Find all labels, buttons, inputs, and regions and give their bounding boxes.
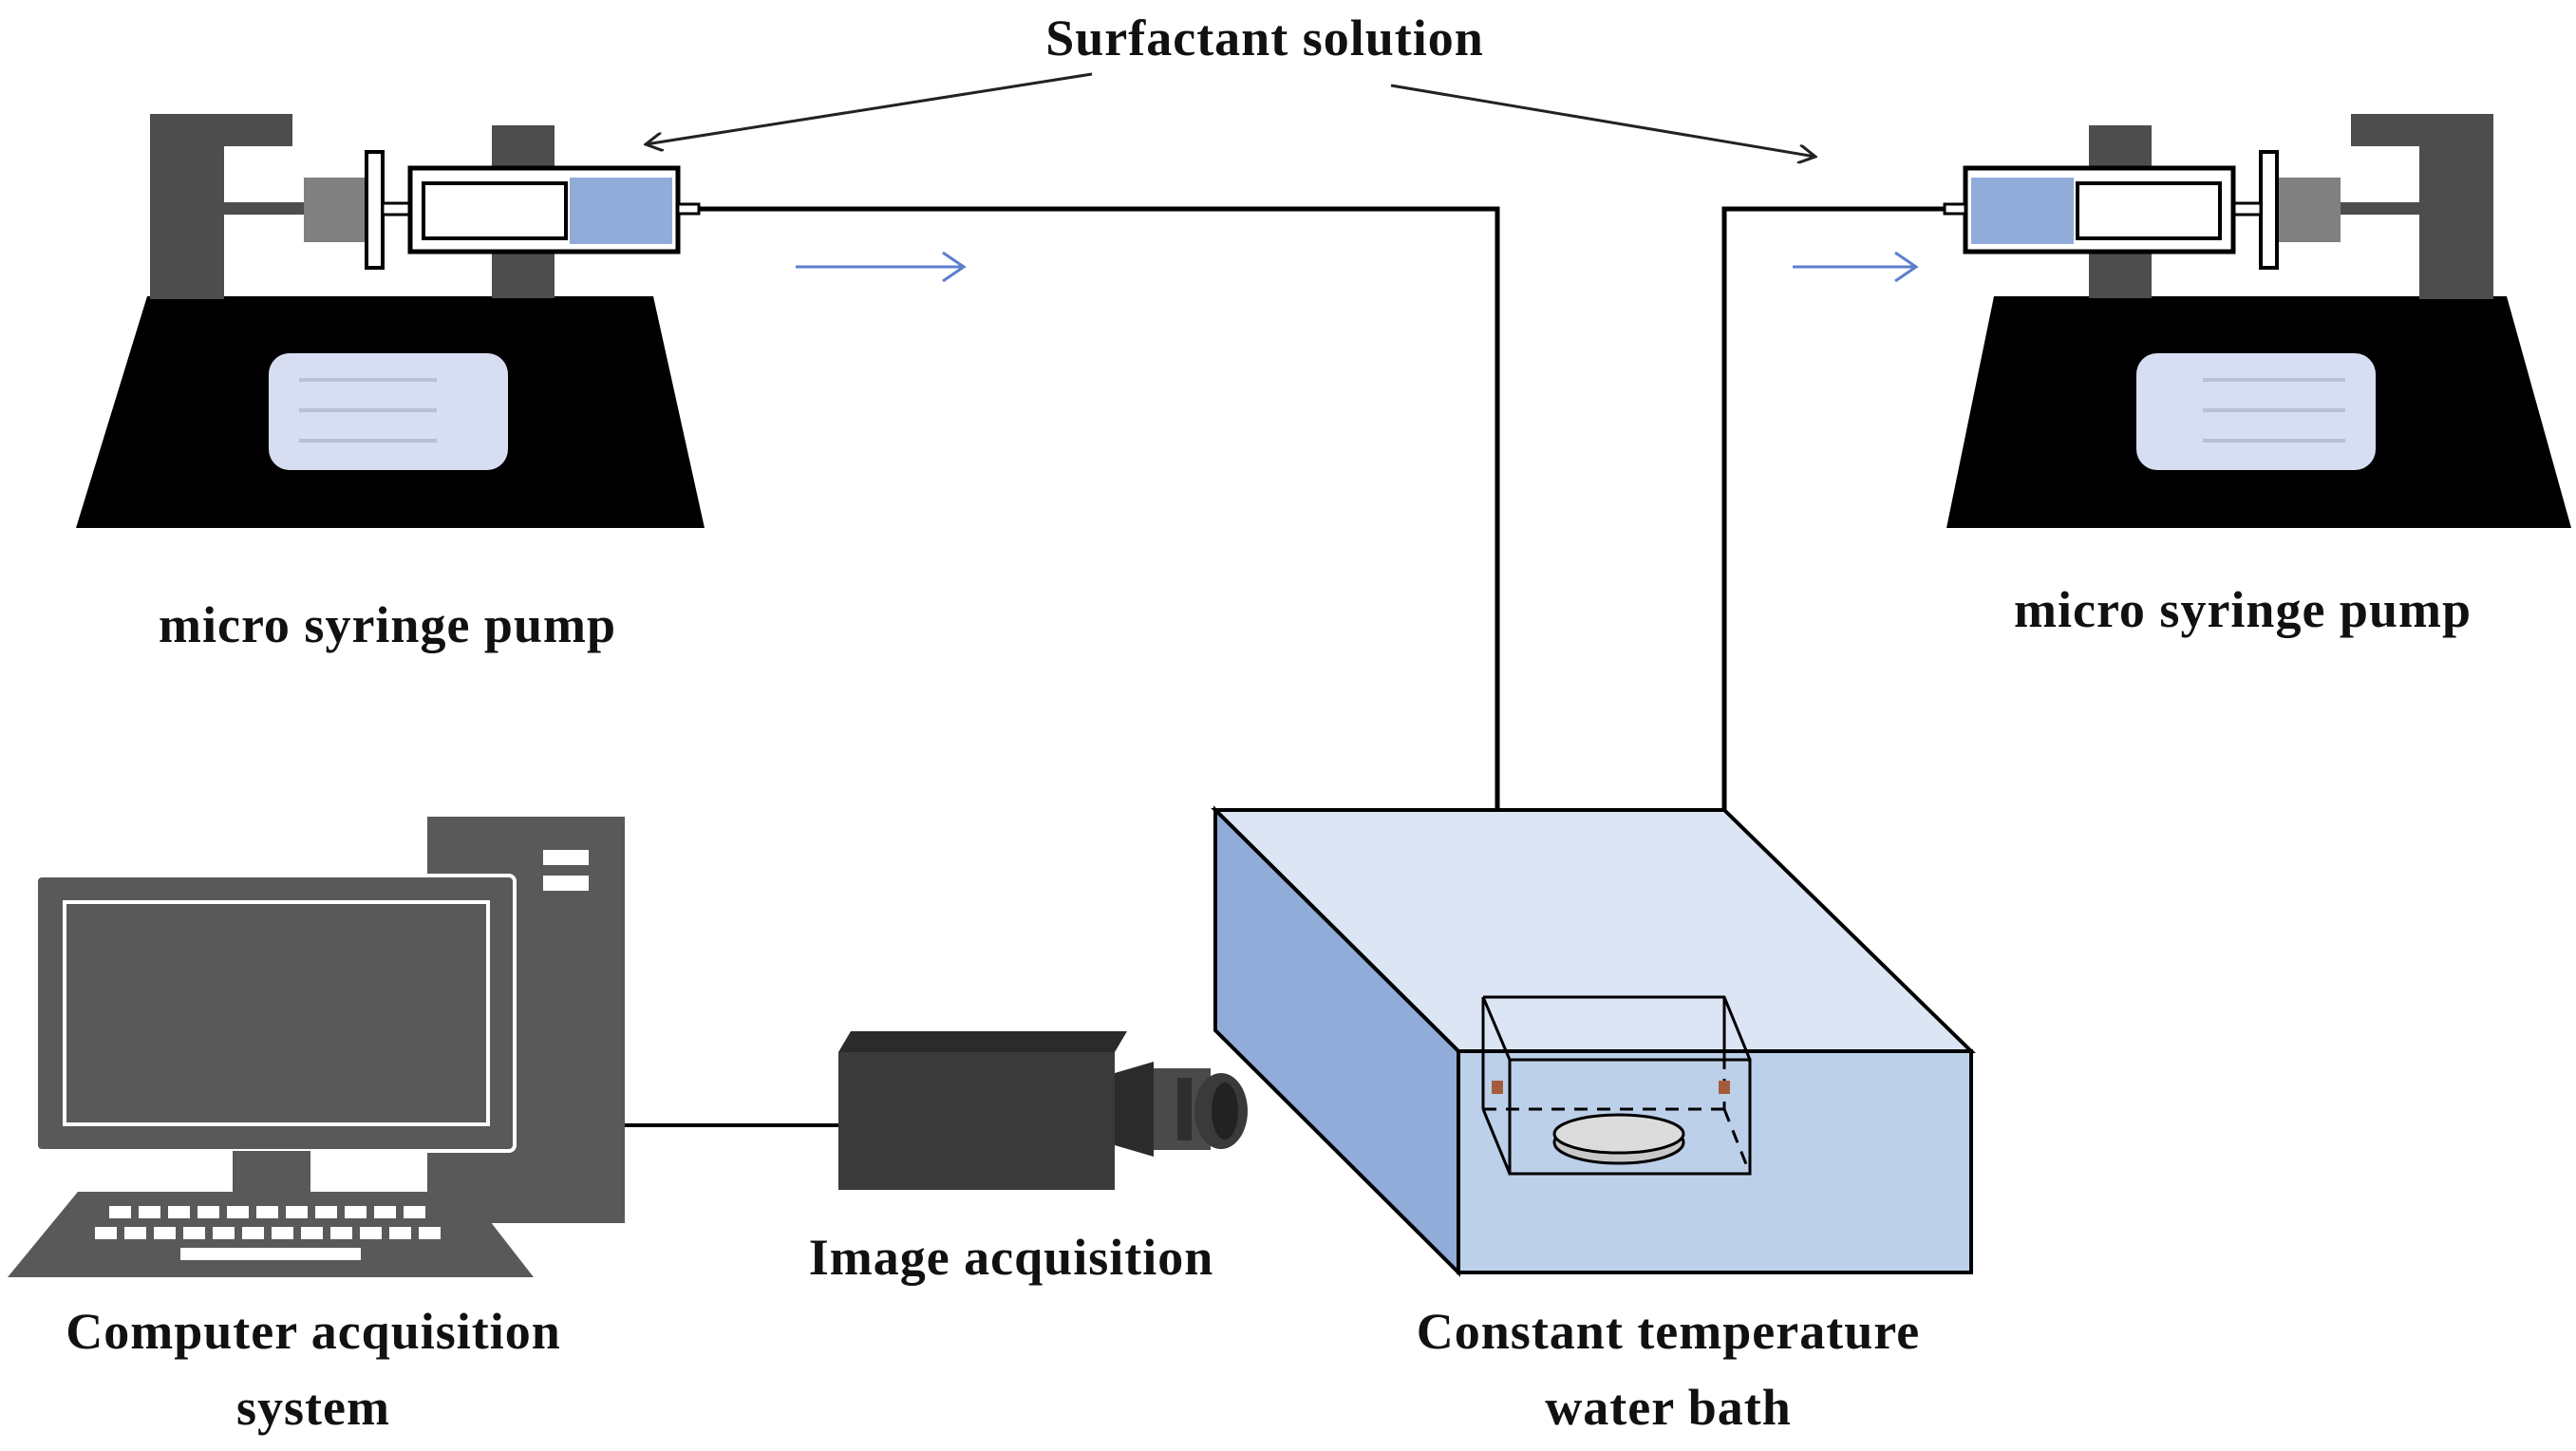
callout-left: [646, 72, 1093, 144]
water-bath-label-line1: Constant temperature: [1417, 1303, 1920, 1360]
surfactant-solution-label: Surfactant solution: [1045, 9, 1484, 66]
sample-disc: [1552, 1113, 1685, 1165]
right-pump-back-pillar-top: [2351, 114, 2493, 146]
callout-right: [1390, 84, 1815, 157]
camera-body: [838, 1052, 1115, 1190]
camera-top: [838, 1031, 1127, 1052]
sample-cell: [1481, 995, 1752, 1176]
left-syringe-flange: [365, 150, 385, 270]
right-pump-label: micro syringe pump: [2014, 581, 2472, 638]
right-syringe-inner: [2076, 181, 2222, 240]
computer: [8, 817, 625, 1277]
right-syringe-flange: [2259, 150, 2279, 270]
right-pump-pusher-block: [2279, 178, 2341, 242]
keyboard: [8, 1192, 534, 1277]
left-syringe-pump: [76, 114, 705, 528]
right-needle-tip: [1719, 1081, 1730, 1094]
camera-lens-ring: [1177, 1078, 1192, 1140]
left-syringe-nozzle: [676, 202, 701, 216]
right-pump-drive-rod: [2338, 202, 2419, 215]
tubing: [699, 206, 1945, 1090]
monitor-stand: [233, 1151, 310, 1192]
right-flow-arrow: [1793, 251, 1919, 283]
left-pump-back-pillar-top: [150, 114, 292, 146]
right-syringe-pump: [1943, 114, 2571, 528]
camera-lens-mount: [1115, 1062, 1154, 1157]
tower-drive-2: [543, 876, 589, 891]
left-needle-tip: [1492, 1081, 1503, 1094]
monitor-screen: [63, 900, 490, 1126]
left-pump-pusher-block: [304, 178, 366, 242]
left-pump-label: micro syringe pump: [159, 596, 616, 653]
surfactant-callouts: [646, 72, 1815, 157]
right-syringe-fluid: [1971, 178, 2074, 244]
left-pump-drive-rod: [224, 202, 306, 215]
water-bath: [1211, 805, 1976, 1277]
bath-front-face: [1457, 1049, 1973, 1274]
left-flow-arrow: [796, 251, 967, 283]
right-tube: [1721, 206, 1945, 1090]
right-syringe-nozzle: [1943, 202, 1967, 216]
left-syringe-inner: [422, 181, 568, 240]
keyboard-keys: [95, 1206, 441, 1260]
tower-drive-1: [543, 850, 589, 865]
left-syringe-fluid: [570, 178, 672, 244]
water-bath-label-line2: water bath: [1545, 1379, 1792, 1436]
right-pump-display-lines: [2203, 378, 2345, 443]
camera-label: Image acquisition: [809, 1229, 1214, 1286]
camera: [838, 1031, 1248, 1190]
left-pump-display-lines: [299, 378, 437, 443]
left-tube: [699, 206, 1500, 1090]
flow-arrows: [796, 251, 1919, 283]
computer-label-line2: system: [236, 1379, 390, 1436]
computer-label-line1: Computer acquisition: [66, 1303, 561, 1360]
